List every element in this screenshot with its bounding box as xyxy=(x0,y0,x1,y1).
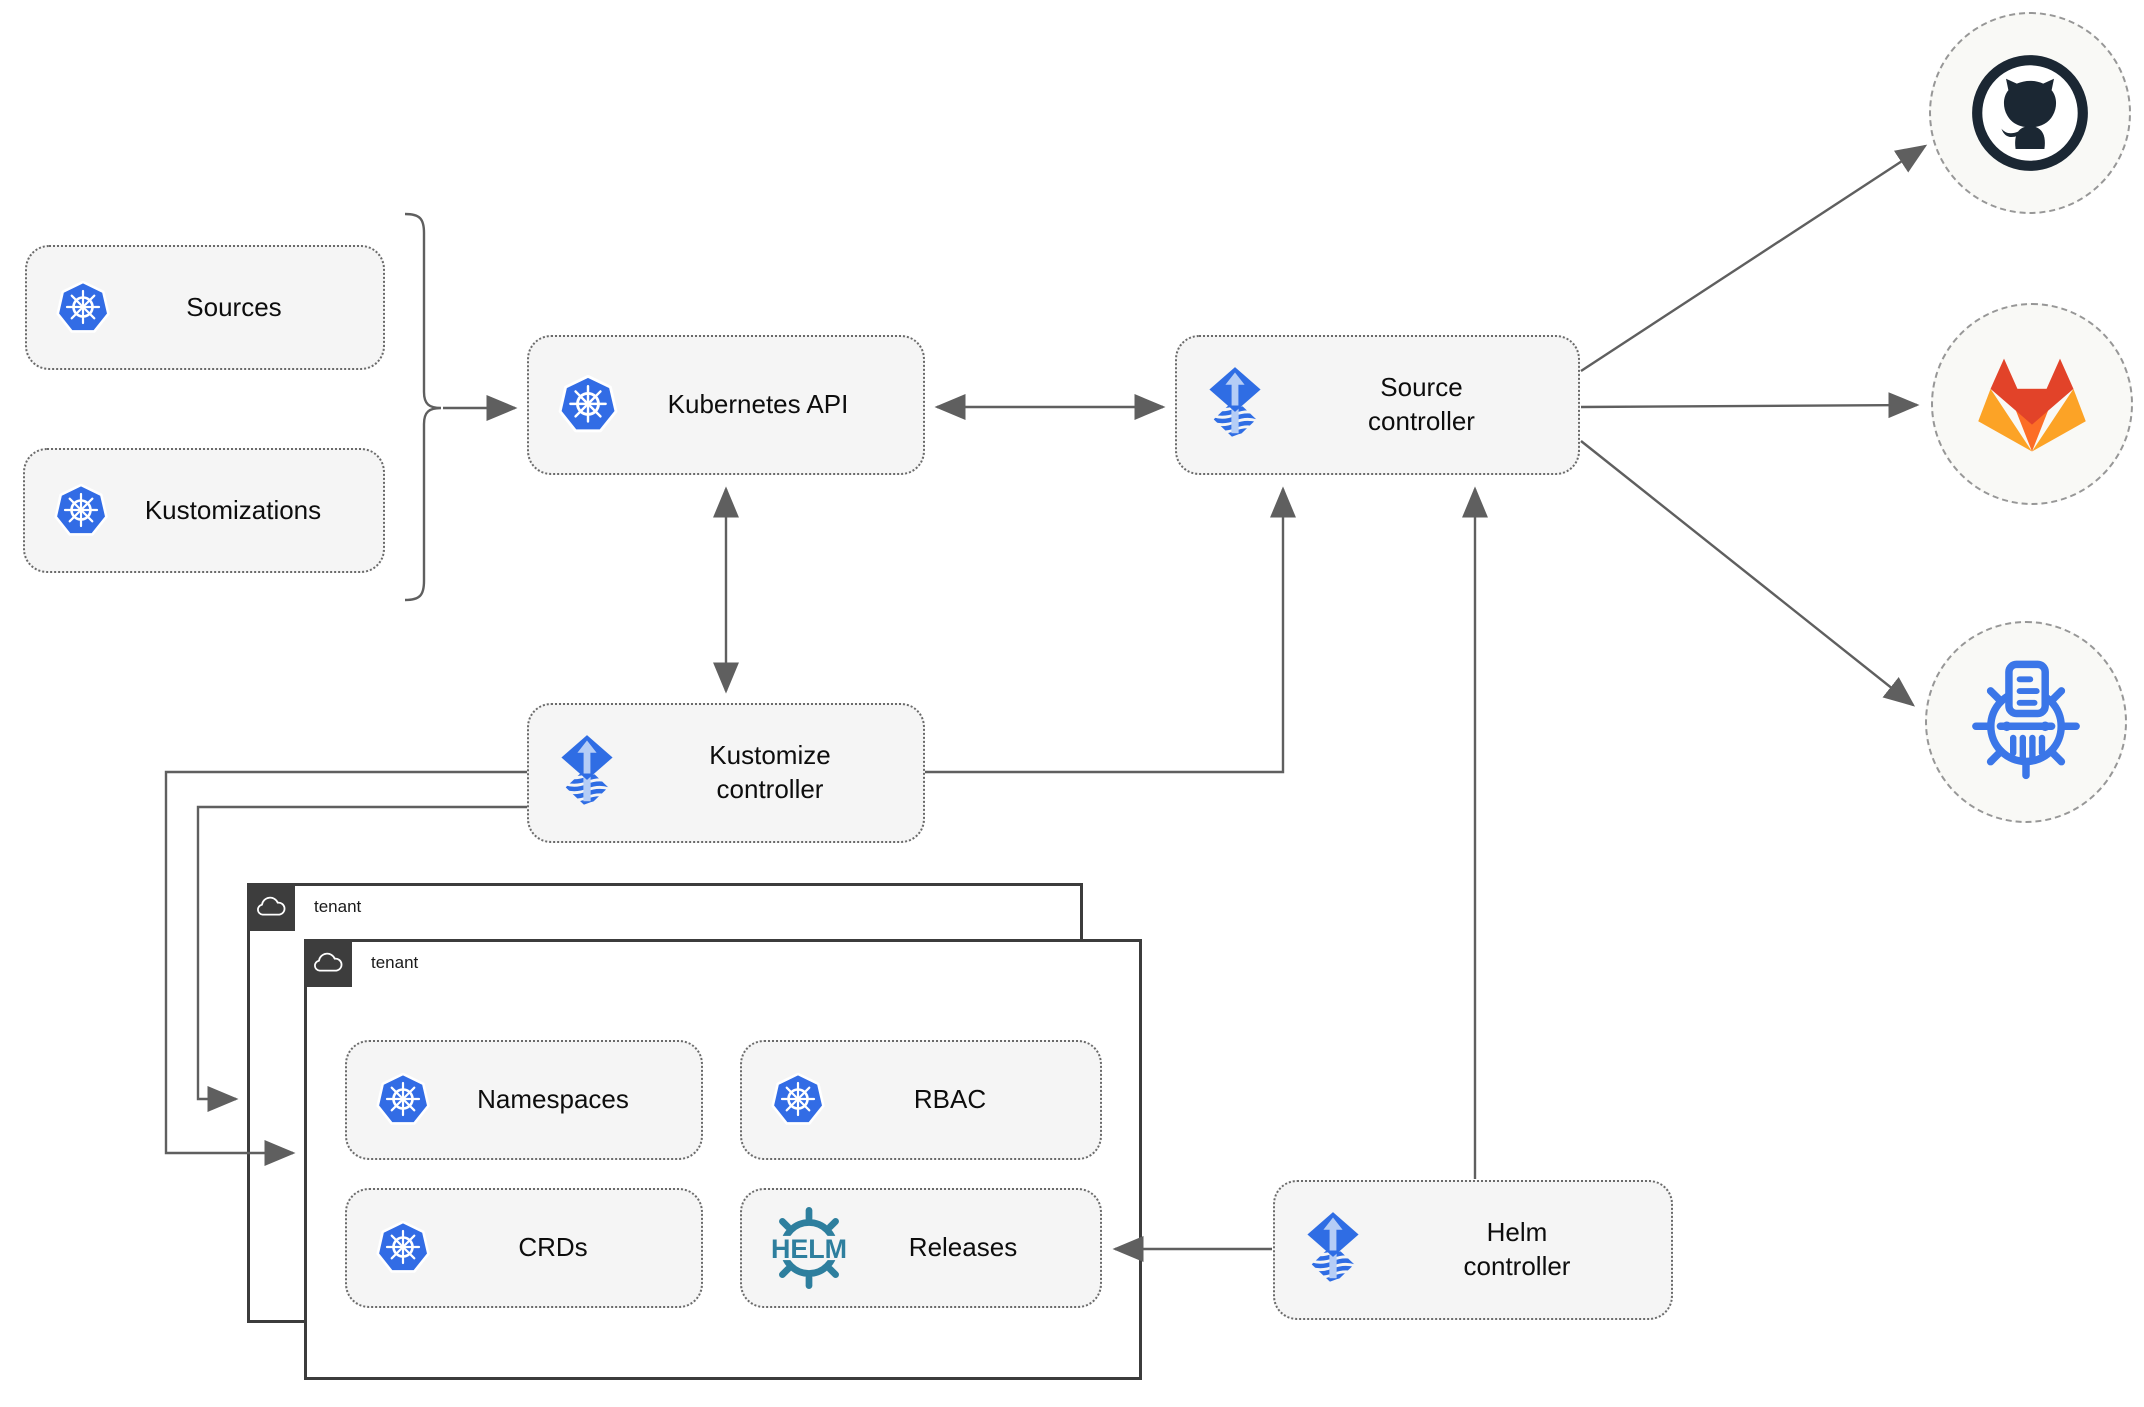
node-label: CRDs xyxy=(518,1232,588,1263)
remote-gitlab xyxy=(1931,303,2133,505)
gitlab-icon xyxy=(1976,355,2088,454)
chartmuseum-icon xyxy=(1962,658,2090,786)
tenant-inner-header xyxy=(304,939,352,987)
node-label: RBAC xyxy=(913,1084,987,1115)
node-label: Kustomize controller xyxy=(709,740,831,804)
remote-github xyxy=(1929,12,2131,214)
node-label: Kubernetes API xyxy=(667,389,849,420)
kubernetes-icon xyxy=(557,373,619,437)
node-label: Namespaces xyxy=(477,1084,629,1115)
edge-source-gitlab xyxy=(1580,392,1920,419)
node-helm-controller: Helm controller xyxy=(1273,1180,1673,1320)
kubernetes-icon xyxy=(375,1071,431,1129)
edge-source-helmrepo xyxy=(1580,440,1916,707)
node-label: Sources xyxy=(186,291,282,322)
tenant-inner-label: tenant xyxy=(371,953,419,972)
node-sources: Sources xyxy=(25,245,385,370)
node-rbac: RBAC xyxy=(740,1040,1102,1160)
edge-bracket xyxy=(404,212,442,602)
node-label: Helm controller xyxy=(1463,1217,1571,1281)
node-label: Source controller xyxy=(1368,372,1475,436)
remote-helm-repository xyxy=(1925,621,2127,823)
cloud-icon xyxy=(312,952,344,975)
node-releases: HELM Releases xyxy=(740,1188,1102,1308)
github-icon xyxy=(1970,53,2090,173)
node-crds: CRDs xyxy=(345,1188,703,1308)
helm-icon: HELM xyxy=(766,1205,852,1291)
helm-logo-text: HELM xyxy=(771,1234,847,1264)
tenant-outer-header xyxy=(247,883,295,931)
flux-icon xyxy=(557,733,617,814)
node-label: Releases xyxy=(908,1232,1018,1263)
cloud-icon xyxy=(255,896,287,919)
flux-icon xyxy=(1303,1210,1363,1291)
node-kustomize-controller: Kustomize controller xyxy=(527,703,925,843)
kubernetes-icon xyxy=(53,482,109,540)
kubernetes-icon xyxy=(770,1071,826,1129)
kubernetes-icon xyxy=(375,1219,431,1277)
node-namespaces: Namespaces xyxy=(345,1040,703,1160)
kubernetes-icon xyxy=(55,279,111,337)
flux-icon xyxy=(1205,365,1265,446)
edge-kustomize-source xyxy=(925,486,1296,774)
tenant-outer-label: tenant xyxy=(314,897,362,916)
node-label: Kustomizations xyxy=(144,494,322,525)
edge-source-github xyxy=(1580,144,1928,373)
node-kubernetes-api: Kubernetes API xyxy=(527,335,925,475)
node-kustomizations: Kustomizations xyxy=(23,448,385,573)
node-source-controller: Source controller xyxy=(1175,335,1580,475)
